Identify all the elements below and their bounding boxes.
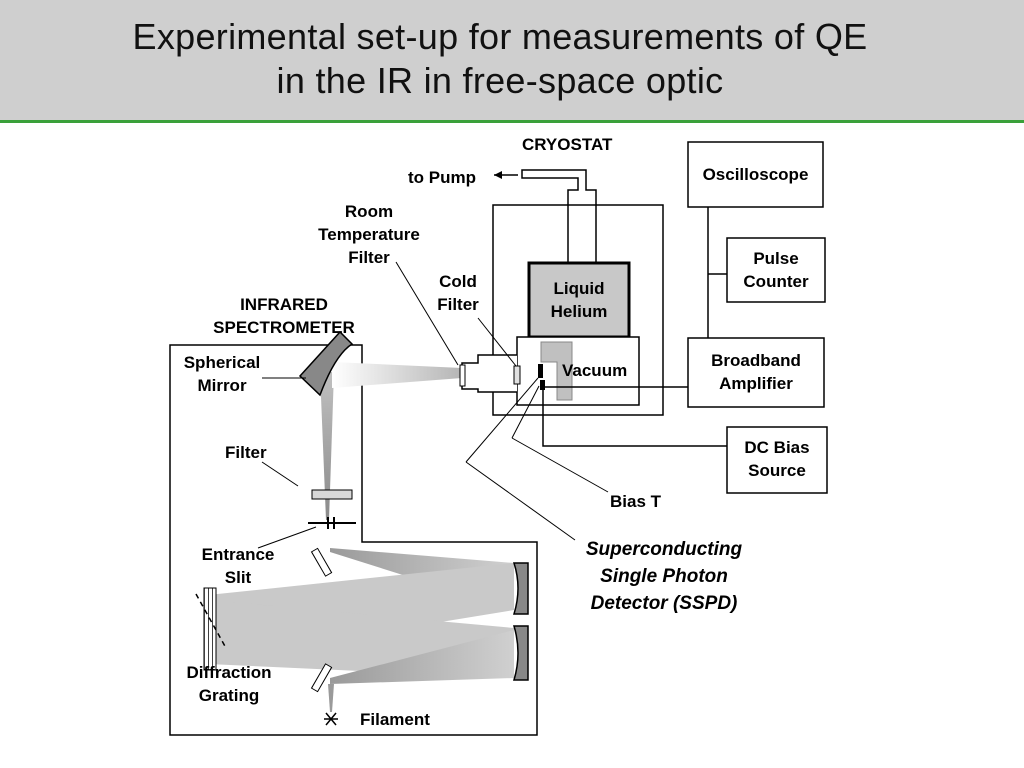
pulse-counter-label: Pulse Counter [743,249,809,291]
fold-mirror-top [310,547,333,577]
oscilloscope-box [687,141,824,208]
broadband-amplifier-box [687,337,825,408]
broadband-amplifier-label: Broadband Amplifier [711,351,801,393]
page-title-line-2: in the IR in free-space optic [276,60,724,101]
cold-finger [540,341,573,401]
spectrometer-enclosure [169,344,538,736]
spherical-mirror [298,330,354,397]
cryostat-label: CRYOSTAT [522,135,613,154]
dc-bias-source-box [726,426,828,494]
concave-mirror-top [512,562,529,615]
filter-label: Filter [225,443,267,462]
vacuum-label: Vacuum [562,361,628,380]
diffraction-grating-label: Diffraction Grating [186,663,272,705]
beam-to-cryostat [332,362,462,388]
diffraction-grating [203,587,217,671]
title-banner [0,0,1024,120]
sspd-chip [538,364,543,378]
beam-filament [328,684,334,712]
sspd-label: Superconducting Single Photon Detector (… [585,539,743,614]
filter-leader [261,461,299,487]
spherical-mirror-label: Spherical Mirror [183,353,261,395]
spectrometer-filter [311,489,353,500]
wire-bias-sspd [542,388,727,447]
grating-rotation-dash [195,593,227,649]
sspd-leader [465,461,576,541]
dc-bias-source-label: DC Bias Source [744,438,810,480]
entrance-slit-label: Entrance Slit [201,545,275,587]
title-underline [0,120,1024,123]
beam-mirror2-to-filament-mirror [330,630,514,684]
liquid-helium-label: Liquid Helium [550,279,608,321]
vacuum-chamber [516,336,640,406]
room-temp-window [459,364,466,387]
room-temperature-filter-label: Room Temperature Filter [318,202,420,267]
filament-label: Filament [360,710,430,729]
cold-filter-label: Cold Filter [437,272,479,314]
bias-t-label: Bias T [610,492,662,511]
bias-t-leader [511,437,609,493]
oscilloscope-label: Oscilloscope [702,165,809,184]
filament-icon [324,712,338,726]
cold-filter-leader [477,317,517,367]
infrared-spectrometer-label: INFRARED SPECTROMETER [213,295,355,337]
window-port [461,354,517,393]
to-pump-label: to Pump [408,168,476,187]
fold-mirror-bottom [310,663,333,693]
beam-mirror-to-slit [320,372,334,520]
room-filter-leader [395,261,459,366]
page-title-line-1: Experimental set-up for measurements of … [132,16,868,57]
cold-filter-element [513,365,521,385]
entrance-slit-leader [257,526,317,549]
concave-mirror-bottom [512,625,529,681]
pump-tube [521,169,597,205]
pulse-counter-box [726,237,826,303]
